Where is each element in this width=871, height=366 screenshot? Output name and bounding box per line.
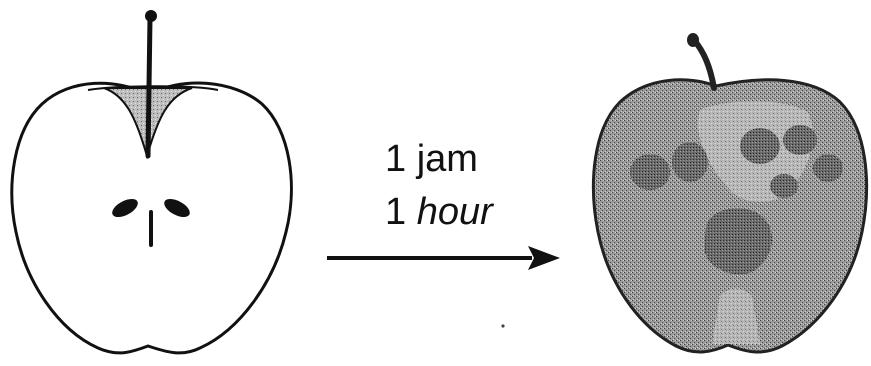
condition-label-number: 1 xyxy=(385,191,407,233)
stray-mark xyxy=(501,324,505,328)
condition-label-line-1: 1 jam xyxy=(385,140,478,178)
fresh-apple-seed-right xyxy=(164,198,190,218)
browned-apple-spot xyxy=(770,174,798,198)
browned-apple-spot xyxy=(672,142,708,182)
browned-apple-spot xyxy=(740,128,780,164)
browned-apple-spot xyxy=(813,154,843,182)
fresh-apple xyxy=(10,10,293,355)
browned-apple-lower-core xyxy=(712,288,760,344)
browned-apple-spot xyxy=(783,125,817,155)
arrow-head xyxy=(528,246,560,270)
browned-apple-spot xyxy=(630,154,670,190)
transition-arrow xyxy=(327,246,560,270)
browned-apple-center-blotch xyxy=(704,208,773,275)
fresh-apple-stem xyxy=(145,15,153,159)
condition-label-line-2: 1 hour xyxy=(385,193,493,231)
condition-label-time: 1 jam xyxy=(385,138,478,180)
browned-apple xyxy=(591,33,869,354)
fresh-apple-seed-left xyxy=(112,198,138,218)
condition-label-unit: hour xyxy=(416,191,493,233)
